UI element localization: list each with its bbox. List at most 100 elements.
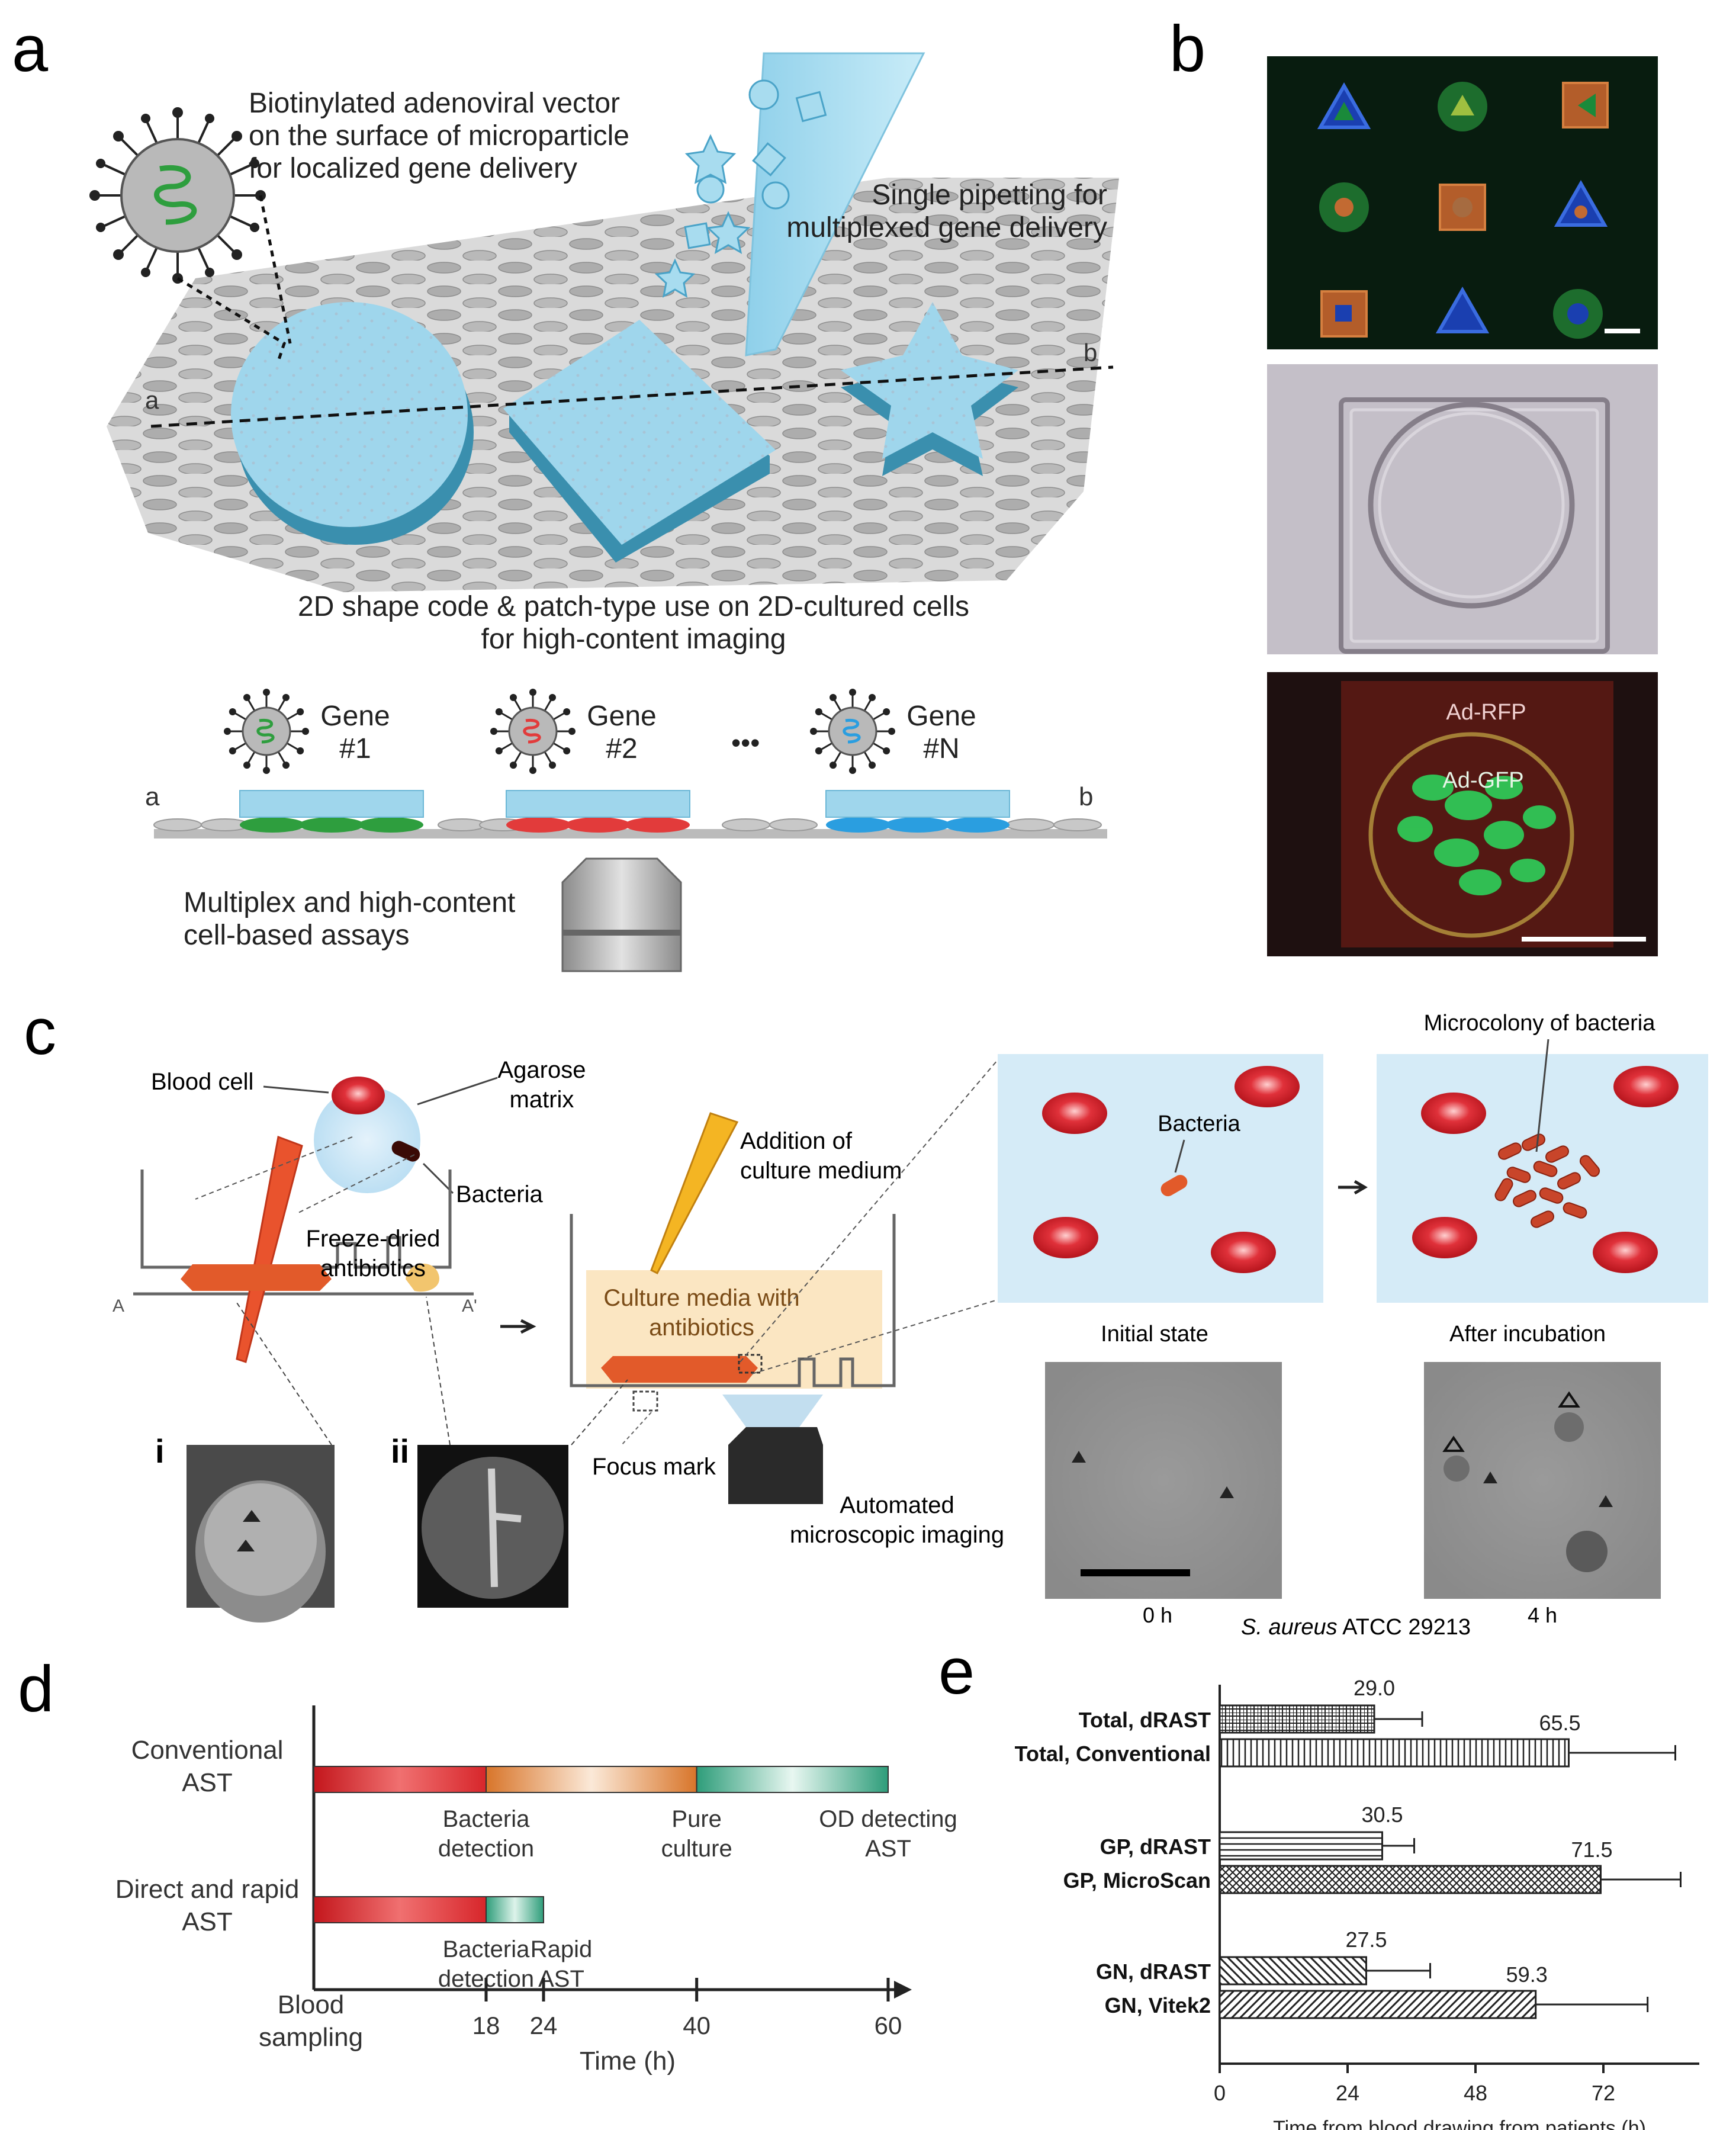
brightfield-square-particle xyxy=(1339,397,1610,654)
micrograph-0h xyxy=(1045,1362,1282,1599)
agarose-label-2: matrix xyxy=(510,1087,574,1113)
timeline-segment xyxy=(313,1896,487,1923)
axis-arrow-icon xyxy=(894,1981,912,1999)
bar-x-tick-label: 24 xyxy=(1336,2081,1359,2105)
assay-label-line2: cell-based assays xyxy=(184,920,410,951)
section-a-label: a xyxy=(145,386,159,414)
bar xyxy=(1219,1865,1602,1894)
transfected-cell xyxy=(826,817,891,833)
bar-category-label: Total, dRAST xyxy=(1079,1708,1211,1732)
microcolony-icon xyxy=(1494,1133,1600,1228)
bacteria-icon xyxy=(391,1141,420,1162)
shape-code-label-line2: for high-content imaging xyxy=(481,624,786,655)
shape-code-label-line1: 2D shape code & patch-type use on 2D-cul… xyxy=(298,591,969,622)
assay-label: Multiplex and high-content cell-based as… xyxy=(184,887,515,951)
stage-label: AST xyxy=(865,1836,911,1862)
xstart-label-2: sampling xyxy=(259,2023,363,2052)
timeline-segment xyxy=(486,1896,544,1923)
blood-cell-label: Blood cell xyxy=(151,1069,253,1095)
panel-e-letter: e xyxy=(938,1635,975,1708)
stage-label: Bacteria xyxy=(443,1806,530,1832)
freeze-dried-label-1: Freeze-dried xyxy=(306,1226,441,1252)
bar xyxy=(1219,1704,1375,1734)
stage-label: Pure xyxy=(671,1806,722,1832)
timeline-tick-label: 40 xyxy=(683,2012,711,2039)
brightfield-image xyxy=(1267,364,1658,654)
pipette-orange xyxy=(650,1112,739,1274)
addition-label-2: culture medium xyxy=(740,1158,902,1184)
blood-cell-icon xyxy=(332,1077,385,1114)
panel-c-letter: c xyxy=(24,995,56,1068)
zoom-bacteria-label: Bacteria xyxy=(1158,1111,1240,1136)
section-a-prime-mark: A' xyxy=(462,1296,477,1316)
stage-label: OD detecting xyxy=(819,1806,957,1832)
gene-unit-1: Gene#1 xyxy=(224,689,424,833)
row1-label-2: AST xyxy=(182,1768,233,1797)
culture-media-label-2: antibiotics xyxy=(649,1315,754,1341)
microcolony-label: Microcolony of bacteria xyxy=(1424,1011,1656,1036)
timeline-xlabel: Time (h) xyxy=(580,2047,676,2076)
row2-label-1: Direct and rapid xyxy=(115,1875,300,1904)
gene-title: Gene xyxy=(587,701,656,732)
section-a-mark: A xyxy=(112,1296,124,1316)
row1-label-1: Conventional xyxy=(131,1736,284,1765)
bar xyxy=(1219,1831,1383,1861)
patch xyxy=(506,790,690,818)
panel-d-letter: d xyxy=(18,1653,54,1726)
gfp-cells xyxy=(1397,775,1556,895)
gene-number: #1 xyxy=(339,733,371,764)
gene-unit-2: Gene#2 xyxy=(490,689,690,833)
after-incubation-label: After incubation xyxy=(1449,1322,1606,1347)
bar-category-label: GP, dRAST xyxy=(1100,1835,1211,1859)
strain-id: ATCC 29213 xyxy=(1338,1615,1471,1640)
transfected-cell xyxy=(358,817,423,833)
agarose-bubble xyxy=(314,1087,420,1193)
automated-label-2: microscopic imaging xyxy=(790,1522,1004,1548)
vector-label-line2: on the surface of microparticle xyxy=(249,120,629,152)
rfp-label: Ad-RFP xyxy=(1446,700,1526,725)
pipetting-label-line1: Single pipetting for xyxy=(872,179,1107,211)
time-0h-label: 0 h xyxy=(1143,1603,1172,1627)
transfected-cell xyxy=(506,817,571,833)
micrograph-4h xyxy=(1424,1362,1661,1599)
microscope-objective-icon xyxy=(722,1395,823,1504)
section-b-label: b xyxy=(1084,339,1097,367)
bar-category-label: GN, Vitek2 xyxy=(1105,1993,1211,2017)
agarose-label-1: Agarose xyxy=(498,1057,586,1083)
gene-number: #2 xyxy=(606,733,637,764)
shape-code-label: 2D shape code & patch-type use on 2D-cul… xyxy=(298,591,969,655)
pipette-tip xyxy=(745,52,925,356)
brightfield-circle-particle xyxy=(1368,401,1575,609)
assay-label-line1: Multiplex and high-content xyxy=(184,887,515,918)
patch xyxy=(825,790,1010,818)
timeline-tick-label: 18 xyxy=(472,2012,500,2039)
objective-icon xyxy=(561,857,682,972)
bar xyxy=(1219,1990,1537,2019)
bar-value-label: 30.5 xyxy=(1361,1803,1403,1827)
bar-x-tick-label: 72 xyxy=(1592,2081,1615,2105)
fluorescent-shapes xyxy=(1317,82,1609,339)
transfected-cell xyxy=(625,817,690,833)
panel-b: b Ad-RFP Ad-G xyxy=(1169,12,1658,956)
freeze-dried-antibiotic xyxy=(406,1263,439,1292)
bar-category-label: GP, MicroScan xyxy=(1063,1868,1211,1893)
transfected-cell xyxy=(944,817,1010,833)
gene-number: #N xyxy=(923,733,959,764)
timeline-segment xyxy=(313,1766,487,1793)
cross-a-label: a xyxy=(145,782,160,811)
gene-title: Gene xyxy=(906,701,976,732)
bar-x-tick-label: 48 xyxy=(1464,2081,1487,2105)
stage-label: AST xyxy=(538,1966,584,1992)
timeline-tick-label: 24 xyxy=(530,2012,558,2039)
bar-value-label: 65.5 xyxy=(1539,1711,1580,1735)
timeline-segment xyxy=(486,1766,697,1793)
panel-d: d Conventional AST Direct and rapid AST … xyxy=(18,1653,957,2076)
scale-bar xyxy=(1605,329,1640,333)
xstart-label-1: Blood xyxy=(278,1990,345,2019)
vector-label: Biotinylated adenoviral vector on the su… xyxy=(249,88,629,184)
square-particle xyxy=(503,320,776,563)
scale-bar-2 xyxy=(1522,937,1646,942)
bar-value-label: 29.0 xyxy=(1354,1676,1395,1700)
